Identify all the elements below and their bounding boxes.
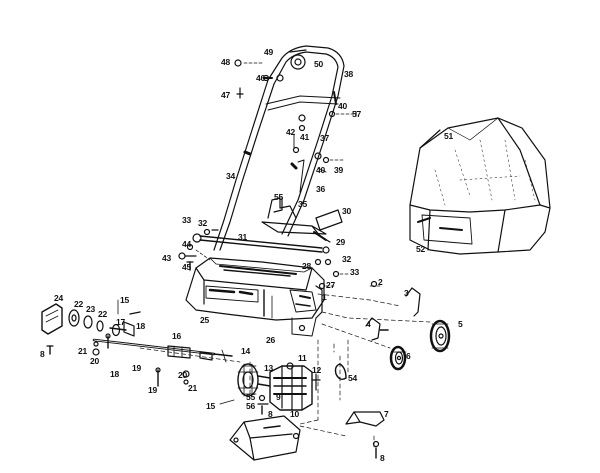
part-label-46: 46 <box>256 73 266 83</box>
part-label-55: 55 <box>274 192 284 202</box>
part-label-49: 49 <box>264 47 274 57</box>
part-label-8-mid: 8 <box>268 409 273 419</box>
part-label-38: 38 <box>344 69 354 79</box>
part-label-55b: 55 <box>246 392 256 402</box>
part-label-52: 52 <box>416 244 426 254</box>
shaft-end-parts <box>41 299 190 385</box>
part-label-15-top: 15 <box>120 295 130 305</box>
part-label-42: 42 <box>286 127 296 137</box>
part-label-51: 51 <box>444 131 454 141</box>
part-label-22-a: 22 <box>74 299 84 309</box>
part-label-9: 9 <box>276 392 281 402</box>
bolt-group-left <box>178 243 211 271</box>
part-label-13: 13 <box>264 363 274 373</box>
part-label-14: 14 <box>241 346 251 356</box>
part-label-20-left: 20 <box>90 356 100 366</box>
part-label-39: 39 <box>334 165 344 175</box>
part-label-40-top: 40 <box>338 101 348 111</box>
part-label-8-right: 8 <box>380 453 385 463</box>
part-label-27: 27 <box>326 280 336 290</box>
wheel-brackets <box>365 280 421 341</box>
part-label-32-right: 32 <box>342 254 352 264</box>
rotor-drum <box>237 363 271 397</box>
part-label-19-a: 19 <box>132 363 142 373</box>
part-label-40-mid: 40 <box>316 165 326 175</box>
part-label-35: 35 <box>298 199 308 209</box>
part-label-43: 43 <box>162 253 172 263</box>
part-label-36: 36 <box>316 184 326 194</box>
part-label-50: 50 <box>314 59 324 69</box>
motor-housing <box>185 257 325 337</box>
part-label-8-left: 8 <box>40 349 45 359</box>
part-label-5: 5 <box>458 319 463 329</box>
part-label-29: 29 <box>336 237 346 247</box>
part-label-31: 31 <box>238 232 248 242</box>
tine-shaft <box>92 333 233 387</box>
base-plate <box>229 415 301 461</box>
part-label-34: 34 <box>226 171 236 181</box>
part-label-30: 30 <box>342 206 352 216</box>
part-label-21-right: 21 <box>188 383 198 393</box>
handle-hardware <box>234 59 357 173</box>
part-label-47: 47 <box>221 90 231 100</box>
part-label-54: 54 <box>348 373 358 383</box>
grass-bag <box>409 117 551 255</box>
cross-rod <box>192 228 330 254</box>
part-label-6: 6 <box>406 351 411 361</box>
part-label-10: 10 <box>290 409 300 419</box>
part-label-17: 17 <box>116 317 126 327</box>
part-label-20-right: 20 <box>178 370 188 380</box>
part-label-33-right: 33 <box>350 267 360 277</box>
part-label-45: 45 <box>182 262 192 272</box>
lower-bolts <box>219 394 269 415</box>
cover-hardware-right <box>314 258 351 290</box>
part-label-41: 41 <box>300 132 310 142</box>
wheels <box>389 319 451 371</box>
part-label-32-left: 32 <box>198 218 208 228</box>
part-label-12: 12 <box>312 365 322 375</box>
part-label-26: 26 <box>266 335 276 345</box>
part-label-11: 11 <box>298 353 307 363</box>
part-label-18-b: 18 <box>110 369 120 379</box>
part-label-16: 16 <box>172 331 182 341</box>
push-handle <box>213 45 345 251</box>
part-label-37: 37 <box>320 133 330 143</box>
part-label-23: 23 <box>86 304 96 314</box>
part-label-1: 1 <box>322 292 327 302</box>
part-label-28: 28 <box>302 261 312 271</box>
drive-assembly <box>269 362 321 411</box>
part-label-19-b: 19 <box>148 385 158 395</box>
part-label-4: 4 <box>366 319 371 329</box>
part-label-2: 2 <box>378 277 383 287</box>
cable-guide <box>261 197 343 243</box>
part-label-25: 25 <box>200 315 210 325</box>
part-label-22-b: 22 <box>98 309 108 319</box>
clip-54 <box>334 363 347 381</box>
part-label-48: 48 <box>221 57 231 67</box>
part-label-56: 56 <box>246 401 256 411</box>
part-label-44: 44 <box>182 239 192 249</box>
part-label-3: 3 <box>404 288 409 298</box>
deflector-flap <box>345 411 385 459</box>
part-label-15-bottom: 15 <box>206 401 216 411</box>
part-label-24: 24 <box>54 293 64 303</box>
part-label-33-left: 33 <box>182 215 192 225</box>
part-label-57: 57 <box>352 109 362 119</box>
assembly-lines <box>139 285 431 451</box>
part-label-21-left: 21 <box>78 346 88 356</box>
part-label-7: 7 <box>384 409 389 419</box>
part-label-18-a: 18 <box>136 321 146 331</box>
